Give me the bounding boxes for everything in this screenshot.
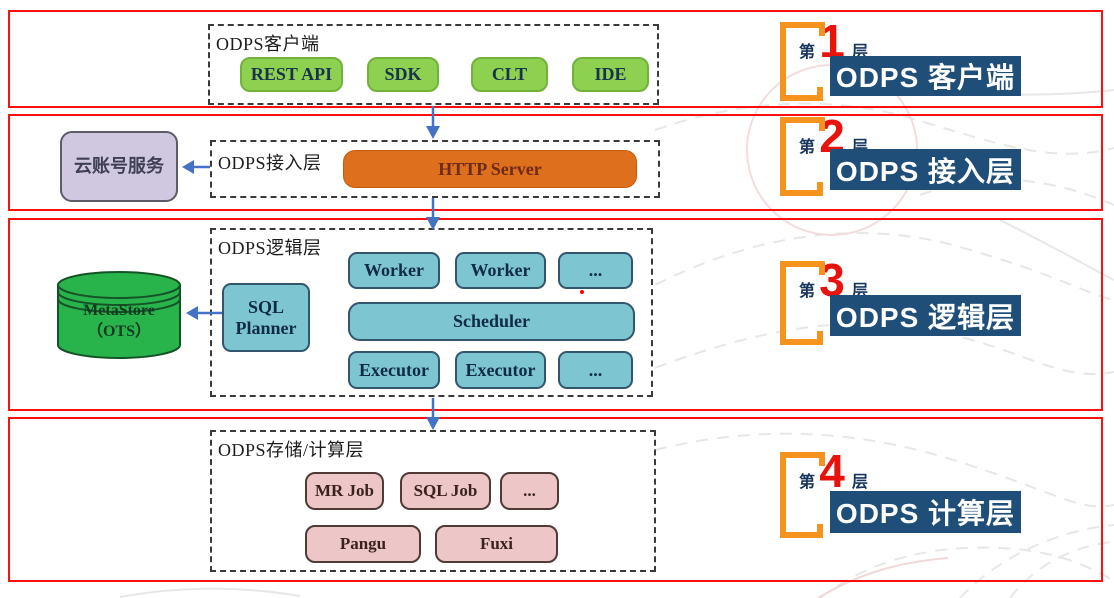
metastore-line2: （OTS） xyxy=(86,323,152,340)
tag1-title: ODPS 客户端 xyxy=(830,56,1021,96)
tag1-prefix: 第 xyxy=(799,44,816,61)
client-layer-box xyxy=(208,24,659,105)
node-executor-2: Executor xyxy=(455,351,546,389)
access-layer-box xyxy=(210,140,660,198)
node-pangu: Pangu xyxy=(305,525,421,563)
node-scheduler: Scheduler xyxy=(348,302,635,341)
logic-layer-title: ODPS逻辑层 xyxy=(218,238,322,258)
node-mr-job: MR Job xyxy=(305,472,384,510)
section-layer-2 xyxy=(8,114,1103,211)
node-clt: CLT xyxy=(471,57,548,92)
node-account-service: 云账号服务 xyxy=(60,131,178,202)
access-layer-title: ODPS接入层 xyxy=(218,153,322,173)
node-ide: IDE xyxy=(572,57,649,92)
client-layer-title: ODPS客户端 xyxy=(216,34,320,54)
tag4-title: ODPS 计算层 xyxy=(830,491,1021,533)
node-sql-job: SQL Job xyxy=(400,472,491,510)
node-jobs-more: ... xyxy=(500,472,559,510)
metastore-label: MetaStore （OTS） xyxy=(58,300,180,342)
tag4-number: 4 xyxy=(819,445,845,497)
node-sql-planner: SQL Planner xyxy=(222,283,310,352)
red-dot-artifact xyxy=(580,290,584,294)
tag2-prefix: 第 xyxy=(799,139,816,156)
node-rest-api: REST API xyxy=(240,57,343,92)
tag4-prefix: 第 xyxy=(799,474,816,491)
node-worker-2: Worker xyxy=(455,252,546,289)
tag3-title: ODPS 逻辑层 xyxy=(830,295,1021,336)
node-sdk: SDK xyxy=(367,57,439,92)
tag3-prefix: 第 xyxy=(799,283,816,300)
section-layer-1 xyxy=(8,10,1103,108)
node-executor-1: Executor xyxy=(348,351,440,389)
wave-line xyxy=(119,587,301,598)
section-layer-3 xyxy=(8,218,1103,411)
tag4-suffix: 层 xyxy=(852,474,869,491)
node-fuxi: Fuxi xyxy=(435,525,558,563)
node-http-server: HTTP Server xyxy=(343,150,637,188)
node-worker-1: Worker xyxy=(348,252,440,289)
metastore-line1: MetaStore xyxy=(83,302,155,319)
node-worker-more: ... xyxy=(558,252,633,289)
storage-layer-title: ODPS存储/计算层 xyxy=(218,440,365,460)
tag2-title: ODPS 接入层 xyxy=(830,149,1021,190)
node-executor-more: ... xyxy=(558,351,633,389)
